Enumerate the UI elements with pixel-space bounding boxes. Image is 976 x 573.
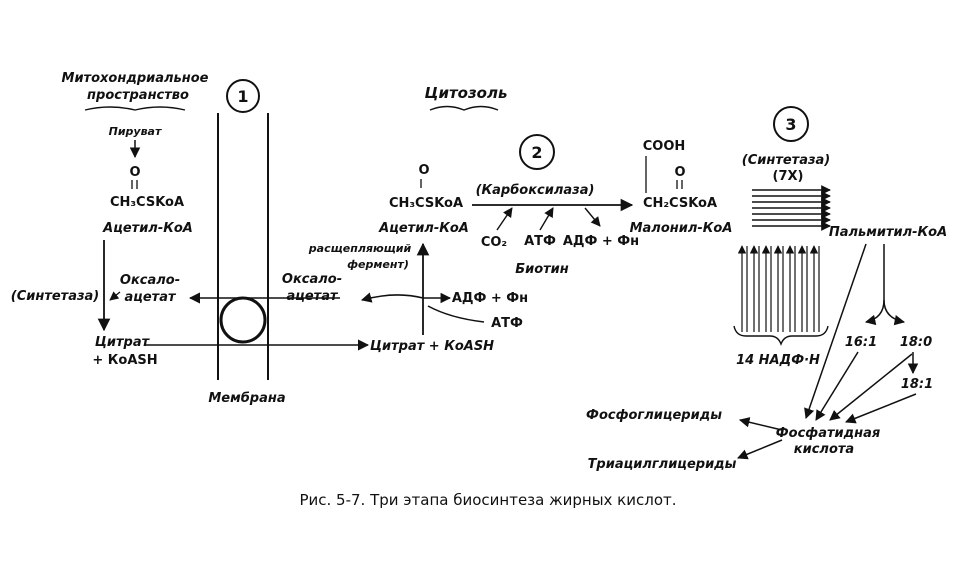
arrow-to-18-0 bbox=[883, 299, 906, 326]
label-fa-18-1: 18:1 bbox=[901, 377, 933, 392]
label-atp-2: АТФ bbox=[524, 234, 556, 249]
label-mito-space-1: Митохондриальное bbox=[62, 71, 209, 86]
label-acetyl-coa-cyt: Ацетил-КоА bbox=[378, 221, 469, 236]
elongation-arrows bbox=[752, 185, 831, 231]
label-fa-18-0: 18:0 bbox=[900, 335, 932, 350]
label-biotin: Биотин bbox=[515, 262, 569, 277]
label-citrate: Цитрат bbox=[95, 335, 151, 350]
label-synthetase-7x-1: (Синтетаза) bbox=[742, 153, 831, 168]
arrow-palmityl-to-pa bbox=[804, 243, 867, 419]
brace-cytosol bbox=[429, 105, 499, 111]
label-phosphatidic-2: кислота bbox=[794, 442, 854, 457]
arrow-atp-in-2 bbox=[539, 207, 554, 231]
label-citrate-cytosol: Цитрат + КoASH bbox=[370, 339, 494, 354]
stage-2-number: 2 bbox=[531, 143, 542, 162]
arrow-to-phosphoglycerides bbox=[738, 417, 783, 431]
label-atp: АТФ bbox=[491, 316, 523, 331]
acetyl-coa-formula: CH₃CSKoA bbox=[110, 195, 184, 210]
label-palmityl-coa: Пальмитил-КоА bbox=[829, 225, 947, 240]
label-malonyl-coa: Малонил-КоА bbox=[630, 221, 733, 236]
figure-caption: Рис. 5-7. Три этапа биосинтеза жирных ки… bbox=[299, 491, 676, 509]
nadph-arrows bbox=[737, 245, 820, 332]
label-oxaloacetate-cyt-2: ацетат bbox=[286, 289, 339, 304]
stage-2-circle bbox=[519, 134, 555, 170]
malonyl-cooh: COOH bbox=[643, 139, 686, 154]
malonyl-formula: CH₂CSKoA bbox=[643, 196, 717, 211]
label-co2: CO₂ bbox=[481, 235, 507, 250]
acetyl-coa-cyt-formula: CH₃CSKoA bbox=[389, 196, 463, 211]
label-membrane: Мембрана bbox=[208, 391, 285, 406]
arrow-adp-out bbox=[584, 207, 601, 227]
arrow-co2-in bbox=[496, 207, 513, 231]
label-oxaloacetate-2: ацетат bbox=[124, 290, 177, 305]
label-carboxylase: (Карбоксилаза) bbox=[476, 183, 595, 198]
stage-1-circle bbox=[226, 79, 260, 113]
membrane-transporter bbox=[219, 296, 267, 344]
stage-3-circle bbox=[773, 106, 809, 142]
label-synthetase-left: (Синтетаза) bbox=[11, 289, 100, 304]
arrow-to-oxaloacetate bbox=[360, 292, 424, 303]
arrow-to-16-1 bbox=[864, 299, 885, 326]
acetyl-coa-o: O bbox=[129, 165, 140, 180]
label-phosphatidic-1: Фосфатидная bbox=[776, 426, 880, 441]
label-synthetase-7x-2: (7X) bbox=[773, 169, 804, 184]
label-citrate-coash: + КoASH bbox=[92, 353, 157, 368]
label-cytosol: Цитозоль bbox=[425, 84, 508, 102]
label-phosphoglycerides: Фосфоглицериды bbox=[586, 408, 722, 423]
label-adp-pn: АДФ + Фн bbox=[452, 291, 528, 306]
label-fa-16-1: 16:1 bbox=[845, 335, 877, 350]
label-cleaving-enzyme-1: расщепляющий bbox=[308, 242, 412, 255]
label-mito-space-2: пространство bbox=[87, 88, 189, 103]
brace-nadph bbox=[733, 325, 829, 346]
brace-mito bbox=[84, 106, 186, 111]
label-acetyl-coa: Ацетил-КоА bbox=[102, 221, 193, 236]
label-cleaving-enzyme-2: фермент) bbox=[347, 258, 409, 271]
stage-1-number: 1 bbox=[237, 87, 248, 106]
arrow-oxalo-into-synthesis bbox=[109, 291, 121, 301]
arrow-to-triacylglycerides bbox=[737, 439, 783, 460]
arrow-18-0-to-pa bbox=[829, 353, 913, 421]
label-nadph: 14 НАДФ·Н bbox=[736, 353, 820, 368]
arrow-atp-in bbox=[427, 305, 485, 323]
label-triacylglycerides: Триацилглицериды bbox=[588, 457, 737, 472]
label-adp-pn-2: АДФ + Фн bbox=[563, 234, 639, 249]
malonyl-o: O bbox=[674, 165, 685, 180]
acetyl-coa-cyt-o: O bbox=[418, 163, 429, 178]
arrow-16-1-to-pa bbox=[815, 351, 859, 421]
stage-3-number: 3 bbox=[785, 115, 796, 134]
arrow-18-1-to-pa bbox=[845, 393, 917, 424]
label-pyruvate: Пируват bbox=[109, 125, 162, 138]
label-oxaloacetate-cyt-1: Оксало- bbox=[282, 272, 342, 287]
label-oxaloacetate-1: Оксало- bbox=[120, 273, 180, 288]
